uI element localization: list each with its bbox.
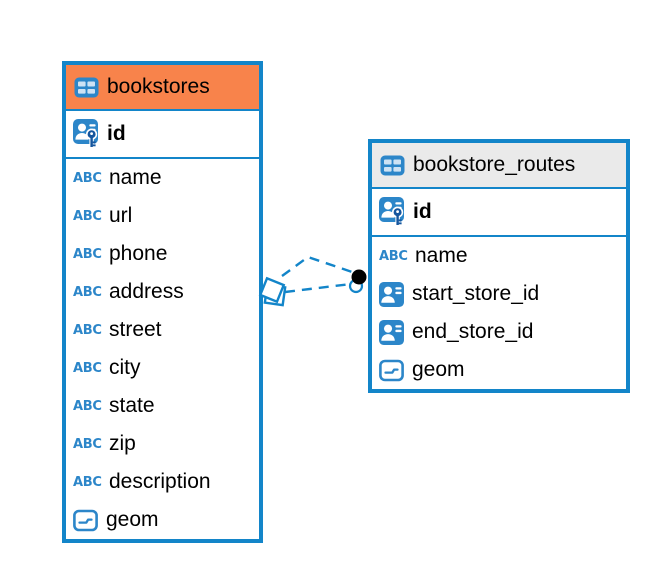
text-type-icon: ABC (73, 360, 102, 376)
column-name: city (109, 356, 141, 379)
relationship-endpoint-ring (348, 278, 364, 294)
column-row[interactable]: ABC phone (66, 235, 259, 273)
entity-title: bookstore_routes (413, 153, 576, 176)
entity-bookstore-routes[interactable]: bookstore_routes (368, 139, 630, 393)
reference-type-icon (379, 281, 404, 307)
column-name: id (107, 122, 126, 145)
text-type-icon: ABC (73, 246, 102, 262)
column-name: street (109, 318, 162, 341)
column-row-pk[interactable]: id (372, 189, 626, 237)
text-type-icon: ABC (73, 284, 102, 300)
column-name: end_store_id (412, 320, 534, 343)
text-type-icon: ABC (73, 170, 102, 186)
column-name: state (109, 394, 155, 417)
entity-title: bookstores (107, 75, 210, 98)
column-name: zip (109, 432, 136, 455)
text-type-icon: ABC (73, 398, 102, 414)
column-row[interactable]: ABC zip (66, 425, 259, 463)
column-row[interactable]: ABC city (66, 349, 259, 387)
column-row[interactable]: ABC address (66, 273, 259, 311)
column-name: url (109, 204, 133, 227)
column-name: description (109, 470, 211, 493)
column-row[interactable]: ABC state (66, 387, 259, 425)
primary-key-icon (379, 197, 405, 227)
entity-bookstores[interactable]: bookstores (62, 61, 263, 543)
column-name: geom (412, 358, 465, 381)
column-name: id (413, 200, 432, 223)
column-row[interactable]: ABC name (66, 159, 259, 197)
reference-type-icon (379, 319, 404, 345)
relationship-line-end-store[interactable] (284, 282, 352, 294)
relationship-endpoint-dot (351, 269, 367, 285)
column-row[interactable]: ABC street (66, 311, 259, 349)
table-icon (380, 155, 405, 176)
text-type-icon: ABC (379, 248, 408, 264)
column-row-pk[interactable]: id (66, 111, 259, 159)
column-name: geom (106, 508, 159, 531)
column-name: name (109, 166, 162, 189)
column-row[interactable]: start_store_id (372, 275, 626, 313)
primary-key-icon (73, 119, 99, 149)
column-row[interactable]: ABC url (66, 197, 259, 235)
column-row[interactable]: ABC description (66, 463, 259, 501)
table-icon (74, 77, 99, 98)
entity-bookstore-routes-header[interactable]: bookstore_routes (372, 143, 626, 189)
relationship-line-start-store[interactable] (281, 255, 353, 277)
column-name: phone (109, 242, 168, 265)
text-type-icon: ABC (73, 208, 102, 224)
cardinality-diamond-marker (258, 276, 287, 307)
geometry-type-icon (379, 359, 404, 382)
text-type-icon: ABC (73, 474, 102, 490)
entity-bookstores-header[interactable]: bookstores (66, 65, 259, 111)
column-row[interactable]: ABC name (372, 237, 626, 275)
column-row[interactable]: geom (66, 501, 259, 539)
column-name: address (109, 280, 184, 303)
text-type-icon: ABC (73, 322, 102, 338)
column-row[interactable]: end_store_id (372, 313, 626, 351)
column-name: name (415, 244, 468, 267)
column-row[interactable]: geom (372, 351, 626, 389)
text-type-icon: ABC (73, 436, 102, 452)
geometry-type-icon (73, 509, 98, 532)
column-name: start_store_id (412, 282, 540, 305)
